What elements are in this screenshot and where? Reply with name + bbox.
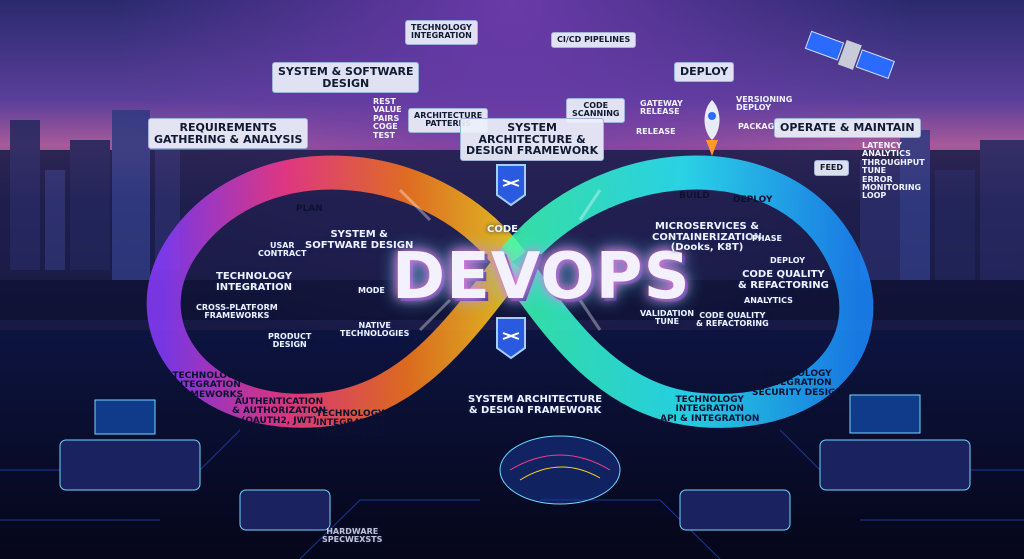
page-title: DEVOPS (392, 240, 691, 314)
label-versioning-deploy: VERSIONING DEPLOY (736, 95, 793, 113)
label-plan: PLAN (296, 204, 323, 214)
label-system-software-design: SYSTEM & SOFTWARE DESIGN (272, 62, 420, 94)
label-system-architecture-bottom: SYSTEM ARCHITECTURE & DESIGN FRAMEWORK (468, 394, 603, 416)
workstation-left (59, 399, 201, 491)
label-rest-value: REST VALUE PAIRS COGE TEST (373, 97, 402, 140)
label-system-software-design-mid: SYSTEM & SOFTWARE DESIGN (305, 229, 414, 251)
label-product-design: PRODUCT DESIGN (268, 332, 312, 350)
label-build: BUILD (679, 191, 710, 201)
label-deploy-small: DEPLOY (770, 256, 806, 265)
label-tech-integration-sql: TECHNOLOGY INTEGRATION (SQL, NoSQL) (316, 409, 385, 438)
loop-rungs (398, 188, 602, 332)
label-analytics: ANALYTICS (744, 296, 793, 305)
label-cross-platform: CROSS-PLATFORM FRAMEWORKS (196, 303, 278, 321)
workstation-right (819, 394, 971, 491)
globe-hologram (499, 435, 621, 505)
satellite-icon (804, 30, 895, 80)
workstation-center-left (239, 489, 331, 531)
label-tech-integration-api: TECHNOLOGY INTEGRATION API & INTEGRATION (660, 395, 760, 424)
label-deploy-ring: DEPLOY (733, 195, 773, 205)
shuffle-icon (496, 164, 526, 207)
label-code: CODE (487, 224, 518, 235)
label-code-quality-small: CODE QUALITY & REFACTORING (696, 311, 769, 329)
label-microservices: MICROSERVICES & CONTAINERIZATION (Dooks,… (652, 221, 762, 253)
label-authentication: AUTHENTICATION & AUTHORIZATION (OAUTH2, … (232, 397, 327, 426)
left-loop-ribbon (146, 155, 526, 428)
label-tech-integration-frameworks: TECHNOLOGY INTEGRATION FRAMEWORKS (170, 371, 244, 400)
label-validation-tune: VALIDATION TUNE (640, 309, 695, 327)
label-feed: FEED (814, 160, 850, 177)
label-requirements: REQUIREMENTS GATHERING & ANALYSIS (148, 118, 309, 150)
right-loop-ribbon (498, 155, 874, 428)
label-cicd-pipelines: CI/CD PIPELINES (551, 32, 637, 49)
label-operate-maintain: OPERATE & MAINTAIN (774, 118, 921, 138)
label-package: PACKAGE (738, 122, 780, 131)
label-deploy-top: DEPLOY (674, 62, 735, 82)
label-gateway-release: GATEWAY RELEASE (640, 99, 683, 117)
workstation-center-right (679, 489, 791, 531)
label-usar-contract: USAR CONTRACT (258, 241, 307, 259)
label-latency-list: LATENCY ANALYTICS THROUGHPUT TUNE ERROR … (862, 141, 925, 201)
label-tech-integration-top: TECHNOLOGY INTEGRATION (405, 20, 478, 45)
label-system-architecture-top: SYSTEM ARCHITECTURE & DESIGN FRAMEWORK (460, 118, 605, 161)
label-phase: PHASE (752, 234, 782, 243)
label-mode: MODE (358, 286, 385, 295)
label-release: RELEASE (636, 127, 676, 136)
label-tech-integration-left: TECHNOLOGY INTEGRATION (216, 271, 293, 293)
label-tech-integration-security: TECHNOLOGY INTEGRATION SECURITY DESIGN (752, 369, 843, 398)
label-hardware: HARDWARE SPECWEXSTS (322, 527, 383, 545)
label-code-quality: CODE QUALITY & REFACTORING (738, 269, 829, 291)
label-native-technologies: NATIVE TECHNOLOGIES (340, 321, 410, 339)
rocket-icon (704, 100, 720, 156)
shuffle-icon-bottom (496, 317, 526, 360)
